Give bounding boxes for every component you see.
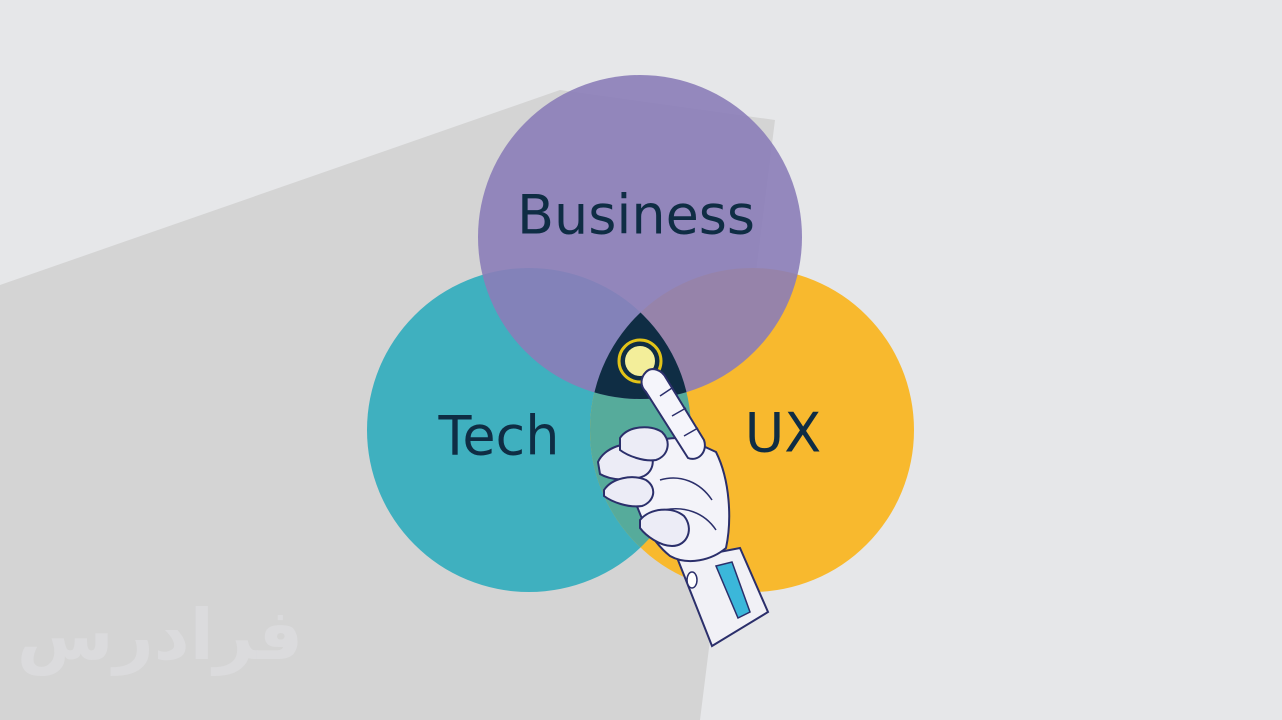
watermark-logo: فرادرس: [17, 594, 303, 676]
ux-label: UX: [745, 402, 822, 465]
robot-hand-pointing-icon: [596, 368, 770, 648]
highlight-ring: [617, 338, 663, 384]
highlight-dot: [625, 346, 655, 376]
business-circle: [478, 75, 802, 399]
business-label: Business: [517, 184, 755, 247]
tech-label: Tech: [438, 405, 560, 468]
